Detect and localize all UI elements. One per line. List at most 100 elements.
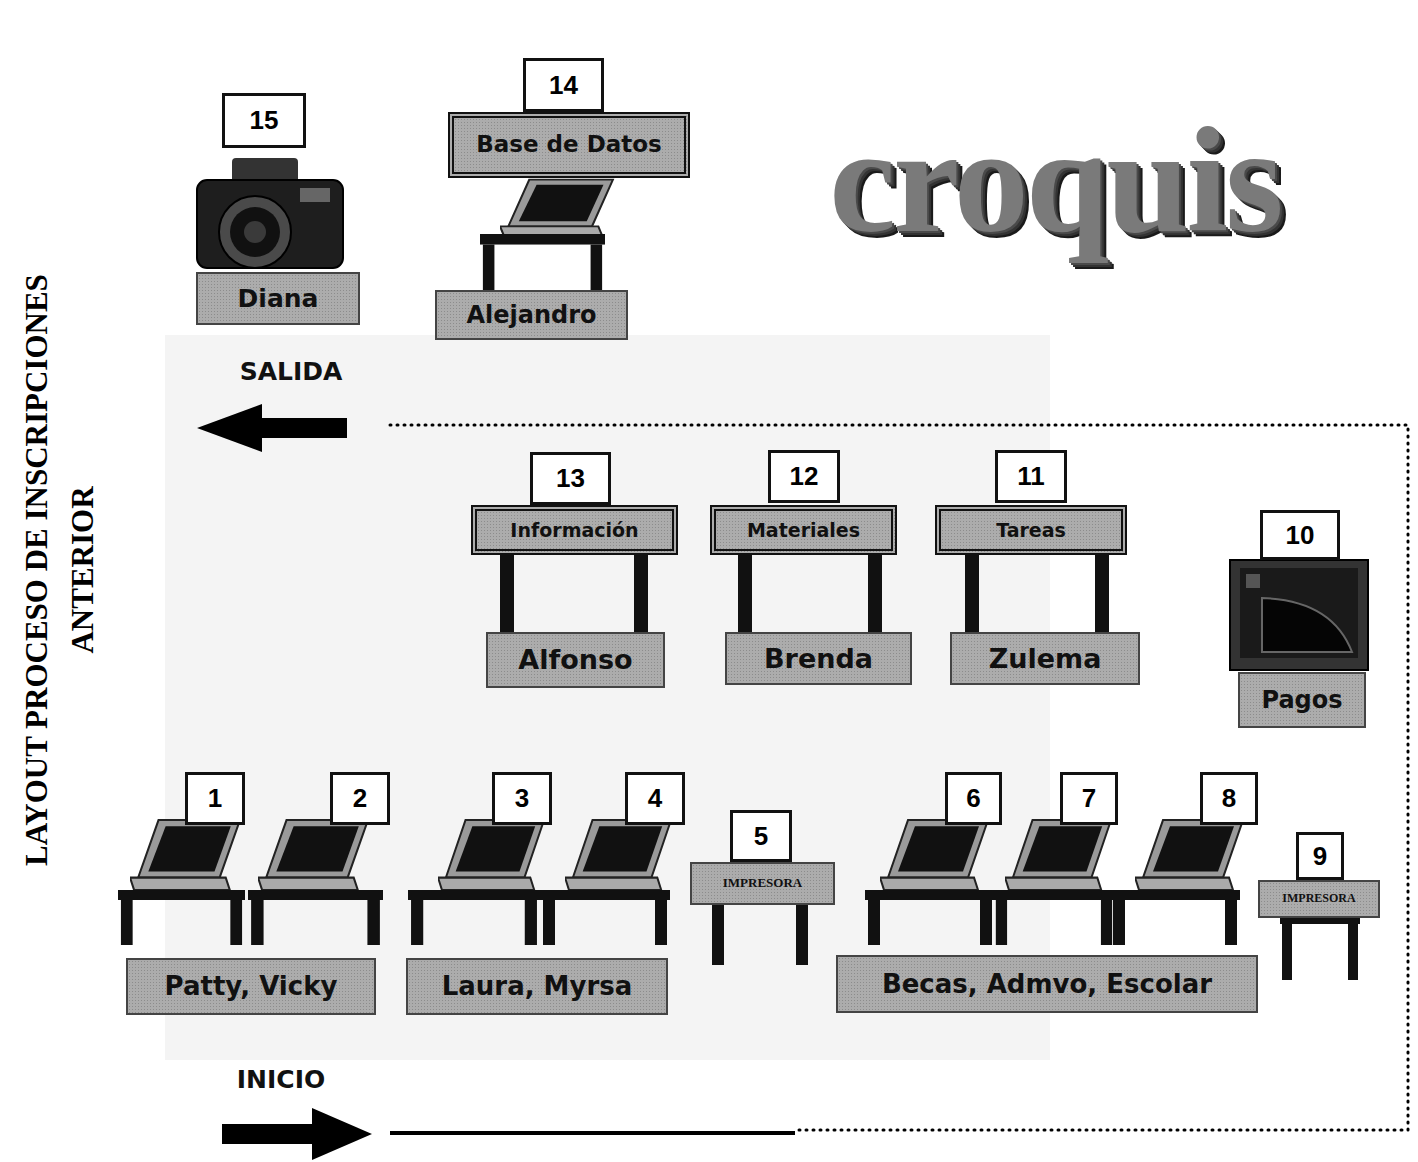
station-number: 11 bbox=[995, 450, 1067, 503]
node-text: Becas, Admvo, Escolar bbox=[882, 970, 1212, 999]
node-text: 8 bbox=[1222, 784, 1236, 813]
node-text: 1 bbox=[208, 784, 222, 813]
start-arrow bbox=[222, 1108, 372, 1160]
node-text: 14 bbox=[549, 71, 578, 100]
printer-box: IMPRESORA bbox=[1258, 880, 1380, 918]
desk-icon bbox=[118, 890, 245, 945]
node-text: 7 bbox=[1082, 784, 1096, 813]
station-number: 14 bbox=[523, 58, 604, 112]
desk-leg bbox=[796, 903, 808, 965]
exit-label: SALIDA bbox=[216, 355, 366, 389]
node-text: 3 bbox=[515, 784, 529, 813]
station-number: 15 bbox=[222, 93, 306, 148]
arrow-shaft bbox=[255, 418, 347, 438]
title-text: LAYOUT PROCESO DE INSCRIPCIONES ANTERIOR bbox=[14, 190, 106, 950]
node-text: 11 bbox=[1017, 462, 1045, 491]
station-number: 5 bbox=[730, 810, 792, 862]
dotted-route bbox=[390, 425, 1408, 1130]
desk-leg bbox=[1282, 916, 1292, 980]
station-number: 9 bbox=[1296, 832, 1344, 880]
solid-route bbox=[390, 1131, 795, 1135]
desk-leg bbox=[965, 552, 979, 634]
desk-icon bbox=[865, 890, 995, 945]
node-text: 15 bbox=[250, 106, 279, 135]
staff-box: Laura, Myrsa bbox=[406, 958, 668, 1015]
laptop-icon bbox=[130, 820, 240, 890]
register-drawer bbox=[1262, 598, 1352, 652]
camera-icon bbox=[197, 158, 343, 268]
node-text: Brenda bbox=[764, 644, 873, 674]
desk-leg bbox=[738, 552, 752, 634]
station-title: Tareas bbox=[935, 505, 1127, 555]
desk-leg bbox=[1348, 916, 1358, 980]
printer-box: IMPRESORA bbox=[690, 862, 835, 905]
station-number: 8 bbox=[1200, 772, 1258, 825]
desk-icon bbox=[993, 890, 1115, 945]
node-text: 10 bbox=[1286, 521, 1315, 550]
node-text: 13 bbox=[556, 464, 585, 493]
camera-flash bbox=[300, 188, 330, 202]
node-text: Diana bbox=[238, 285, 319, 313]
label-text: SALIDA bbox=[240, 358, 343, 386]
laptop-icon bbox=[258, 820, 368, 890]
node-text: 5 bbox=[754, 822, 768, 851]
desk-icon bbox=[248, 890, 383, 945]
desk-icon bbox=[408, 890, 540, 945]
station-number: 13 bbox=[530, 452, 611, 505]
staff-box: Brenda bbox=[725, 632, 912, 685]
arrow-shaft bbox=[222, 1124, 314, 1144]
staff-box: Pagos bbox=[1238, 672, 1366, 728]
label-text: croquis bbox=[829, 98, 1280, 263]
desk-leg bbox=[712, 903, 724, 965]
laptop-icon bbox=[500, 180, 613, 237]
desk-leg bbox=[634, 552, 648, 634]
watermark-title: croquis bbox=[800, 95, 1310, 265]
node-text: Información bbox=[510, 520, 638, 541]
staff-box: Diana bbox=[196, 272, 360, 325]
node-text: Zulema bbox=[989, 644, 1102, 674]
camera-lens bbox=[244, 221, 266, 243]
start-label: INICIO bbox=[206, 1063, 356, 1097]
label-text: INICIO bbox=[237, 1066, 325, 1094]
station-title: Información bbox=[471, 505, 678, 555]
node-text: 6 bbox=[966, 784, 980, 813]
laptop-icon bbox=[1135, 820, 1243, 890]
node-text: Alfonso bbox=[518, 645, 632, 675]
station-number: 7 bbox=[1060, 772, 1118, 825]
camera-body bbox=[197, 180, 343, 268]
camera-lens bbox=[219, 196, 291, 268]
node-text: Base de Datos bbox=[476, 132, 662, 157]
node-text: 2 bbox=[353, 784, 367, 813]
arrow-head bbox=[312, 1108, 372, 1160]
station-number: 1 bbox=[185, 772, 245, 825]
cash-register-icon bbox=[1230, 560, 1368, 670]
laptop-icon bbox=[1005, 820, 1111, 890]
station-number: 2 bbox=[330, 772, 390, 825]
station-number: 6 bbox=[945, 772, 1002, 825]
node-text: Materiales bbox=[747, 520, 860, 541]
station-number: 3 bbox=[492, 772, 552, 825]
node-text: 9 bbox=[1313, 842, 1327, 871]
arrow-head bbox=[197, 404, 262, 452]
desk-icon bbox=[1110, 890, 1240, 945]
staff-box: Zulema bbox=[950, 632, 1140, 685]
camera-lens bbox=[230, 207, 280, 257]
desk-leg bbox=[1095, 552, 1109, 634]
node-text: Laura, Myrsa bbox=[442, 972, 633, 1001]
node-text: Tareas bbox=[996, 520, 1066, 541]
node-text: Alejandro bbox=[466, 302, 596, 328]
faded-background bbox=[165, 335, 1050, 1060]
node-text: Pagos bbox=[1261, 687, 1342, 713]
vertical-title: LAYOUT PROCESO DE INSCRIPCIONES ANTERIOR bbox=[10, 190, 110, 950]
staff-box: Becas, Admvo, Escolar bbox=[836, 955, 1258, 1013]
station-number: 10 bbox=[1260, 510, 1340, 560]
station-number: 12 bbox=[768, 450, 840, 503]
station-title: Base de Datos bbox=[448, 112, 690, 178]
desk-leg bbox=[868, 552, 882, 634]
laptop-icon bbox=[880, 820, 988, 890]
desk-leg bbox=[500, 552, 514, 634]
station-number: 4 bbox=[625, 772, 685, 825]
staff-box: Alfonso bbox=[486, 632, 665, 688]
register-key bbox=[1246, 574, 1260, 588]
